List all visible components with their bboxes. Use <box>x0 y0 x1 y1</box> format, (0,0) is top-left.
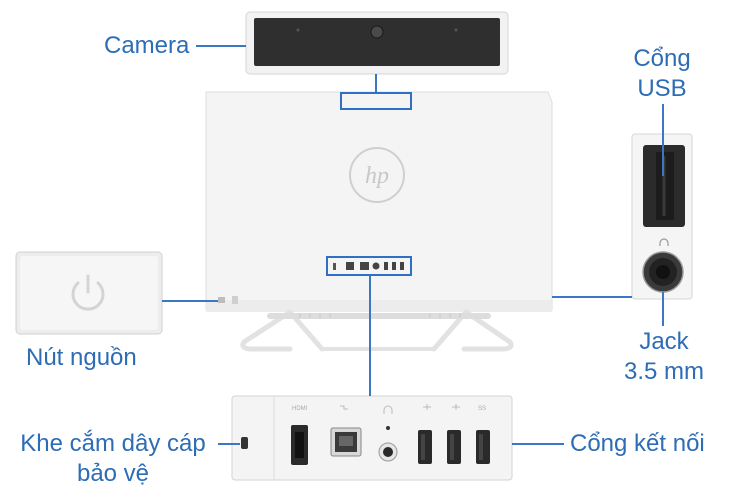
camera-module <box>245 11 509 75</box>
camera-leader-line <box>196 45 246 47</box>
power-leader-line <box>162 300 218 302</box>
audio-jack-label-line1: Jack <box>639 328 689 355</box>
ports-highlight-box <box>326 256 412 276</box>
jack-leader-line <box>662 292 664 326</box>
ports-connector-line <box>369 276 371 396</box>
monitor-stand <box>240 309 514 352</box>
usb-leader-line <box>662 104 664 176</box>
camera-lens-icon <box>370 25 384 39</box>
ports-leader-line <box>512 443 564 445</box>
lock-slot-label-line2: bảo vệ <box>76 460 150 487</box>
hdmi-tag: HDMI <box>292 406 308 412</box>
hp-logo-icon: hp <box>349 147 405 203</box>
usb-jack-zoom <box>631 133 693 300</box>
side-connector-line <box>552 296 632 298</box>
headphone-icon <box>659 238 669 246</box>
monitor-back: hp <box>205 91 553 312</box>
camera-connector-line <box>375 74 377 92</box>
usb3-tag: SS <box>478 406 486 412</box>
usb-port-label-line2: USB <box>637 75 687 102</box>
lock-slot-label-line1: Khe cắm dây cáp <box>20 430 206 457</box>
usb-port-label: Cổng USB <box>612 44 712 104</box>
rear-port-cluster <box>333 262 404 270</box>
power-button-label: Nút nguồn <box>26 344 137 371</box>
lock-slot-icon <box>241 437 248 449</box>
lock-leader-line <box>218 443 240 445</box>
camera-label: Camera <box>104 32 190 59</box>
hp-logo-text: hp <box>365 163 389 189</box>
power-button-zoom <box>15 251 163 335</box>
power-icon <box>71 274 105 311</box>
headphone-tag-icon <box>383 405 393 414</box>
usb-port-label-line1: Cổng <box>633 45 691 72</box>
audio-jack-label: Jack 3.5 mm <box>612 327 716 387</box>
port-strip-zoom: HDMI SS <box>231 395 513 481</box>
ports-label: Cổng kết nối <box>570 430 705 457</box>
audio-jack-label-line2: 3.5 mm <box>623 358 704 385</box>
lock-slot-label: Khe cắm dây cáp bảo vệ <box>8 429 218 489</box>
camera-highlight-box <box>340 92 412 110</box>
